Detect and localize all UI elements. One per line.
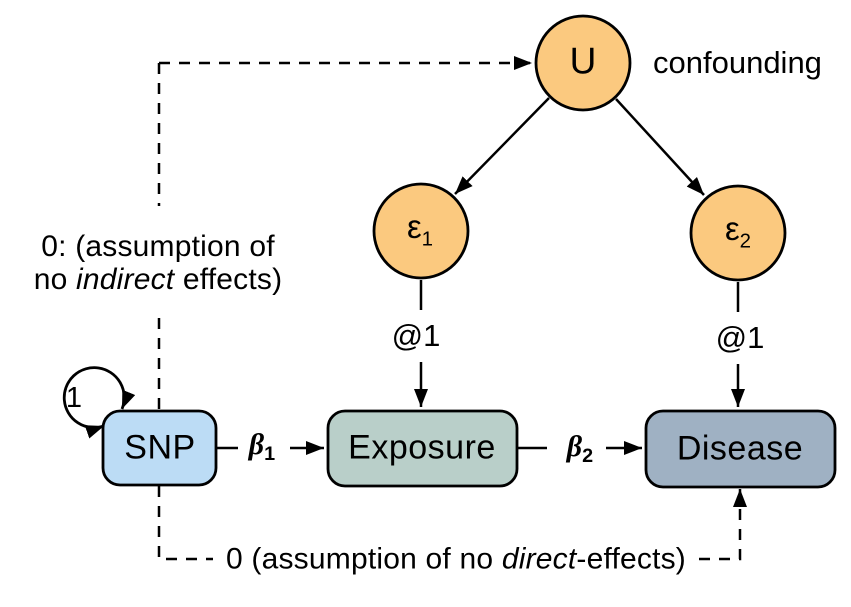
eps1-base: ε — [406, 208, 422, 246]
node-eps1-label: ε1 — [407, 209, 433, 251]
node-disease-box — [644, 409, 837, 489]
indirect-line2-italic: indirect — [76, 263, 175, 296]
confounding-label: confounding — [653, 44, 822, 80]
direct-post: -effects) — [576, 542, 687, 576]
self-loop-snp-variance — [62, 366, 136, 439]
node-u-circle — [534, 14, 632, 112]
dashed-line-bottom-left — [157, 486, 213, 561]
beta1-subscript: 1 — [264, 443, 276, 466]
node-snp-label: SNP — [124, 428, 196, 467]
beta1-glyph: β — [248, 428, 265, 462]
loading2-label: @1 — [715, 319, 765, 355]
arrow-u-to-eps1 — [454, 97, 550, 195]
eps2-base: ε — [724, 210, 740, 248]
beta1-label: β1 — [249, 428, 275, 466]
beta2-label: β2 — [567, 430, 593, 468]
annotation-indirect-line1: 0: (assumption of — [41, 230, 275, 263]
beta2-glyph: β — [566, 430, 583, 464]
beta2-subscript: 2 — [582, 445, 594, 468]
node-exposure-label: Exposure — [348, 428, 496, 467]
node-u-label: U — [569, 40, 597, 82]
dashed-arrow-to-disease — [699, 489, 747, 561]
loading1-label: @1 — [391, 317, 441, 353]
arrow-u-to-eps2 — [615, 98, 705, 196]
node-disease-label: Disease — [676, 429, 804, 468]
direct-italic: direct — [501, 542, 577, 576]
node-eps2-label: ε2 — [725, 211, 751, 253]
node-snp-box — [101, 409, 218, 487]
indirect-line2-post: effects) — [174, 263, 283, 296]
indirect-line2-pre: no — [33, 263, 77, 296]
node-exposure-box — [326, 409, 519, 488]
eps1-subscript: 1 — [421, 227, 434, 251]
annotation-no-direct-effects: 0 (assumption of no direct-effects) — [226, 543, 686, 576]
annotation-no-indirect-effects: 0: (assumption of no indirect effects) — [34, 230, 283, 296]
node-eps2-circle — [689, 184, 787, 282]
variance-label: 1 — [65, 382, 83, 415]
node-eps1-circle — [372, 182, 470, 280]
eps2-subscript: 2 — [739, 229, 752, 253]
annotation-indirect-line2: no indirect effects) — [34, 263, 283, 296]
direct-pre: 0 (assumption of no — [225, 542, 502, 576]
